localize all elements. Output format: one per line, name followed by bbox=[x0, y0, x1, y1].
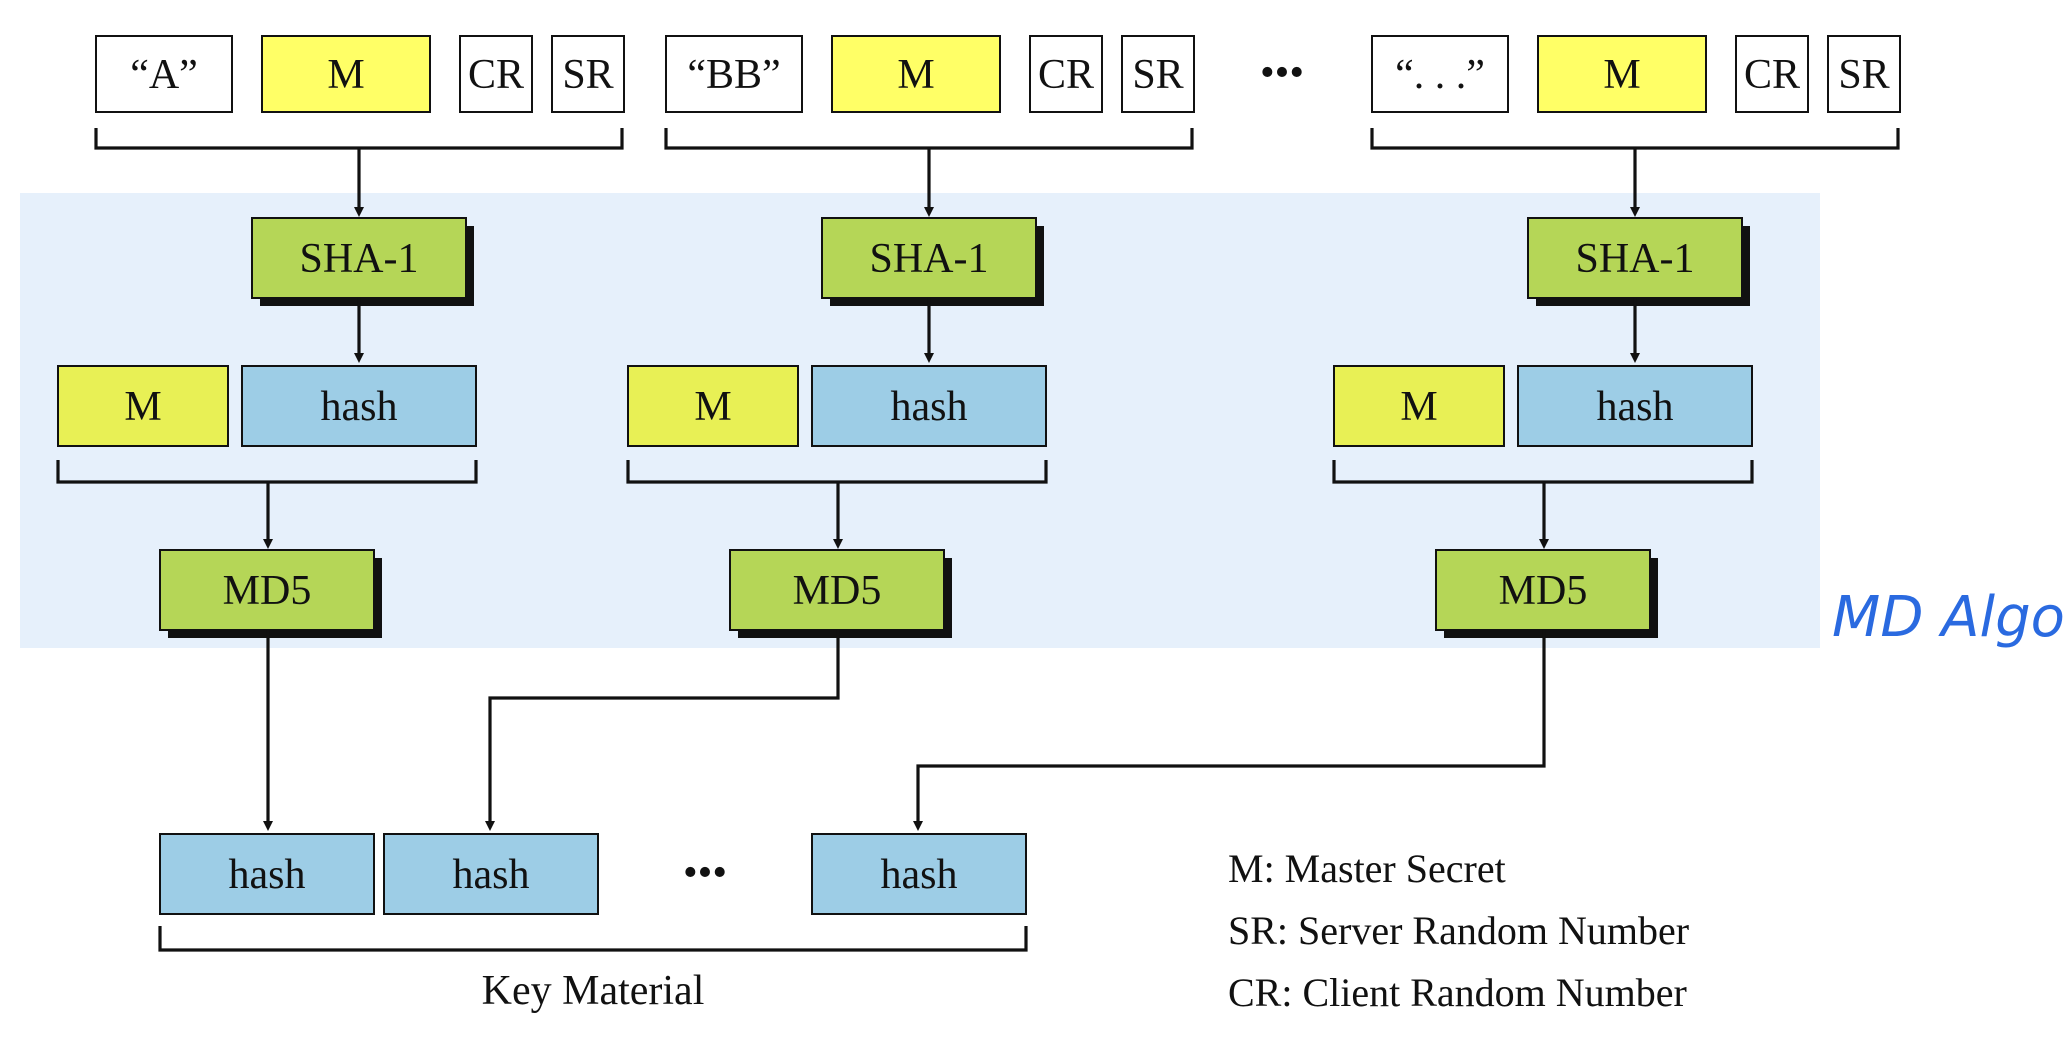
arrow-to-key-hash-3 bbox=[913, 630, 1546, 831]
input-box-client-random bbox=[1735, 35, 1809, 113]
key-hash-label-2: hash bbox=[453, 852, 530, 898]
input-label-sr: SR bbox=[1838, 52, 1889, 98]
input-box-client-random bbox=[1029, 35, 1103, 113]
input-label-m: M bbox=[327, 52, 364, 98]
md5-label: MD5 bbox=[223, 568, 312, 614]
key-hash-box-2 bbox=[383, 833, 599, 915]
m-label: M bbox=[124, 384, 161, 430]
input-label-cr: CR bbox=[468, 52, 524, 98]
input-box-client-random bbox=[459, 35, 533, 113]
key-hash-box-3 bbox=[811, 833, 1027, 915]
input-bracket bbox=[664, 128, 1194, 150]
key-hash-box-1 bbox=[159, 833, 375, 915]
sha1-label: SHA-1 bbox=[299, 236, 418, 282]
sha1-box bbox=[251, 217, 467, 299]
sha1-label: SHA-1 bbox=[1575, 236, 1694, 282]
input-box-server-random bbox=[1827, 35, 1901, 113]
key-material-group: hash hash ••• hash Key Material bbox=[158, 833, 1028, 1014]
m-label: M bbox=[1400, 384, 1437, 430]
m-box bbox=[57, 365, 229, 447]
input-label-bb: “BB” bbox=[687, 52, 780, 98]
top-ellipsis: ••• bbox=[1260, 50, 1304, 96]
md5-box bbox=[159, 549, 375, 631]
hash-label: hash bbox=[321, 384, 398, 430]
input-bracket bbox=[94, 128, 624, 150]
legend-master-secret: M: Master Secret bbox=[1228, 846, 1506, 891]
input-label-cr: CR bbox=[1744, 52, 1800, 98]
legend-client-random: CR: Client Random Number bbox=[1228, 970, 1687, 1015]
input-label-ellipsis: “. . .” bbox=[1395, 52, 1485, 98]
input-label-a: “A” bbox=[130, 52, 198, 98]
input-box-master-secret bbox=[261, 35, 431, 113]
input-box-server-random bbox=[551, 35, 625, 113]
hash-box bbox=[241, 365, 477, 447]
hash-label: hash bbox=[1597, 384, 1674, 430]
legend-server-random: SR: Server Random Number bbox=[1228, 908, 1689, 953]
input-box-label-a bbox=[95, 35, 233, 113]
md5-label: MD5 bbox=[793, 568, 882, 614]
input-label-m: M bbox=[1603, 52, 1640, 98]
input-box-label-ellipsis bbox=[1371, 35, 1509, 113]
hash-label: hash bbox=[891, 384, 968, 430]
m-box bbox=[1333, 365, 1505, 447]
md5-box bbox=[729, 549, 945, 631]
key-material-bracket bbox=[158, 926, 1028, 952]
input-box-master-secret bbox=[1537, 35, 1707, 113]
input-box-master-secret bbox=[831, 35, 1001, 113]
sha1-box bbox=[821, 217, 1037, 299]
column-3: “. . .” M CR SR SHA-1 M hash MD5 bbox=[913, 35, 1901, 831]
m-label: M bbox=[694, 384, 731, 430]
md5-box bbox=[1435, 549, 1651, 631]
md5-label: MD5 bbox=[1499, 568, 1588, 614]
input-label-sr: SR bbox=[562, 52, 613, 98]
md-algo-annotation: MD Algo. bbox=[1832, 585, 2068, 650]
m-box bbox=[627, 365, 799, 447]
arrow-to-key-hash-2 bbox=[485, 630, 840, 831]
sha1-box bbox=[1527, 217, 1743, 299]
column-1: “A” M CR SR SHA-1 M hash MD5 bbox=[56, 35, 625, 831]
legend: M: Master Secret SR: Server Random Numbe… bbox=[1228, 846, 1689, 1015]
hash-box bbox=[1517, 365, 1753, 447]
input-bracket bbox=[1370, 128, 1900, 150]
input-box-label-bb bbox=[665, 35, 803, 113]
input-label-sr: SR bbox=[1132, 52, 1183, 98]
key-ellipsis: ••• bbox=[683, 850, 727, 896]
sha1-label: SHA-1 bbox=[869, 236, 988, 282]
input-label-m: M bbox=[897, 52, 934, 98]
key-material-label: Key Material bbox=[482, 968, 705, 1014]
input-box-server-random bbox=[1121, 35, 1195, 113]
hash-box bbox=[811, 365, 1047, 447]
input-label-cr: CR bbox=[1038, 52, 1094, 98]
column-2: “BB” M CR SR SHA-1 M hash MD5 bbox=[485, 35, 1195, 831]
key-hash-label-3: hash bbox=[881, 852, 958, 898]
key-hash-label-1: hash bbox=[229, 852, 306, 898]
